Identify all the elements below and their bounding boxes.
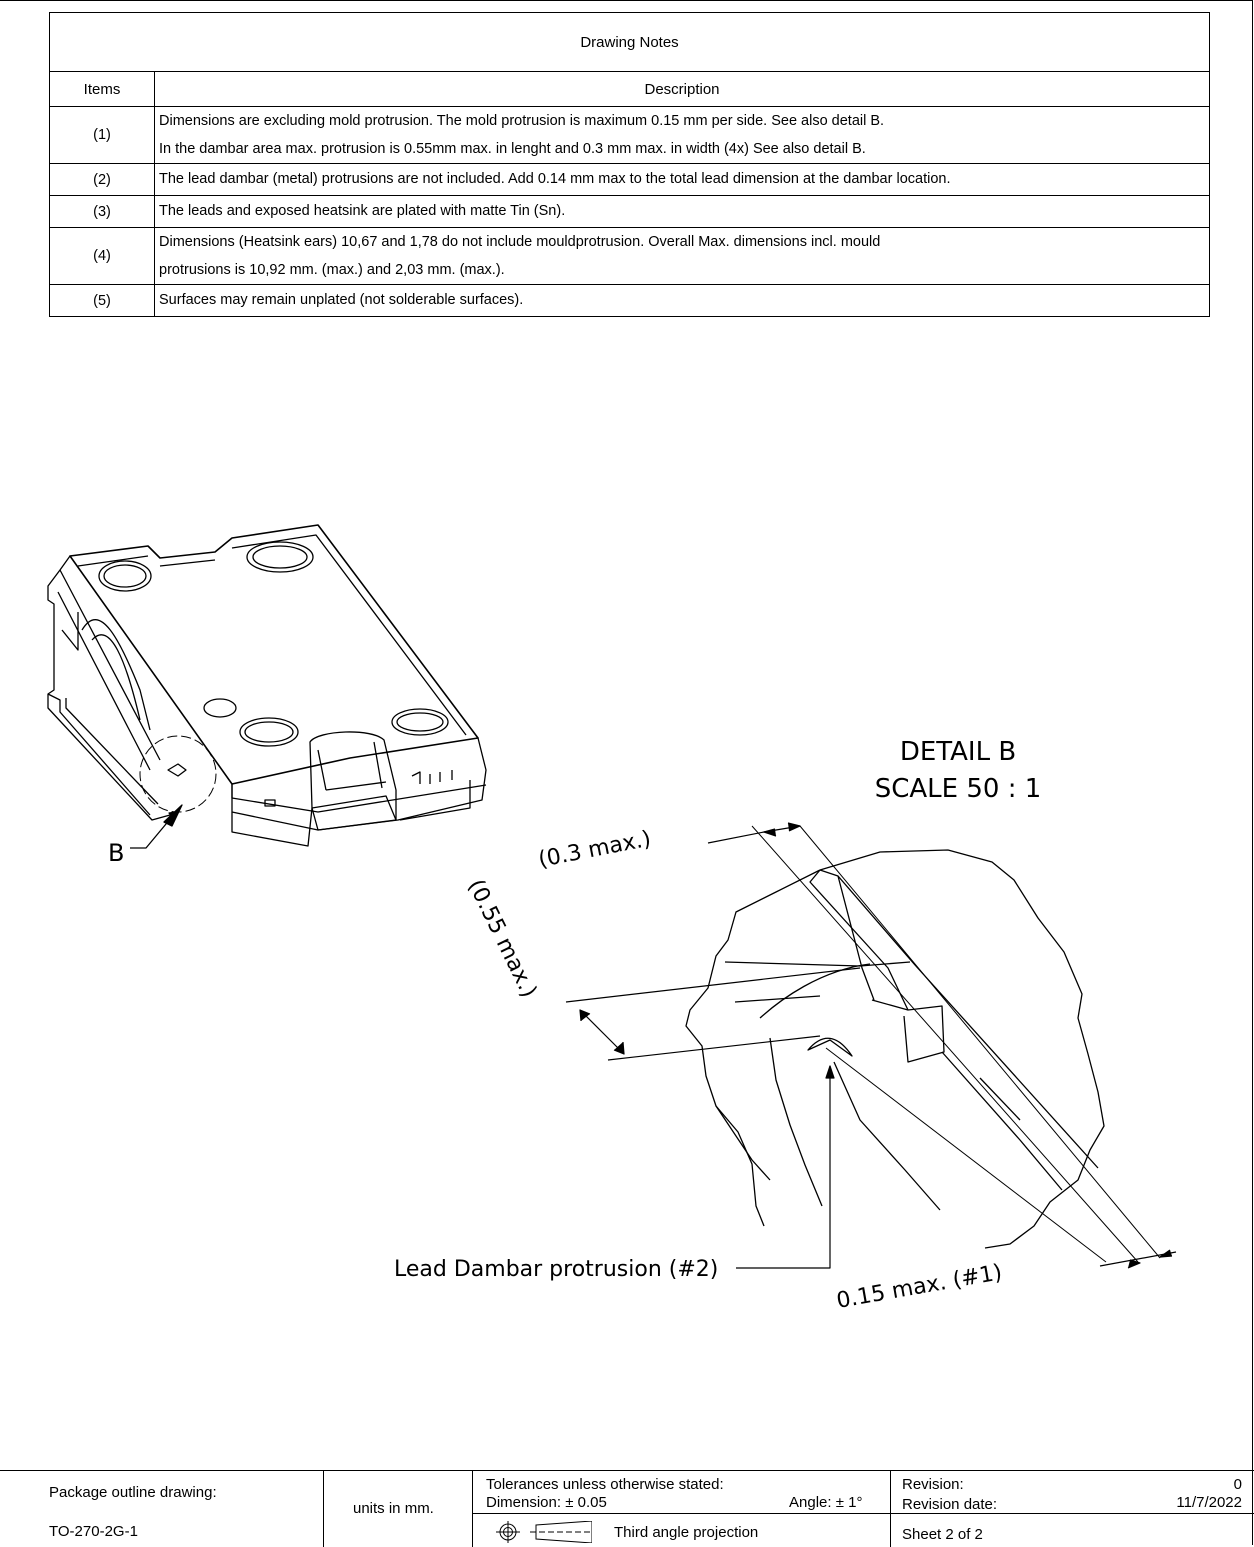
dim-width-label: (0.3 max.) [536,827,653,873]
dim-mold-label: 0.15 max. (#1) [835,1260,1004,1314]
note-row: (5) Surfaces may remain unplated (not so… [49,284,1210,317]
angle-tolerance: Angle: ± 1° [789,1494,863,1511]
note-row: (4) Dimensions (Heatsink ears) 10,67 and… [49,227,1210,285]
tb-divider [323,1471,324,1547]
note-item: (3) [49,195,155,228]
note-text: The leads and exposed heatsink are plate… [159,203,566,219]
units-label: units in mm. [353,1500,434,1517]
package-isometric-view [47,524,487,849]
column-header-description: Description [154,71,1210,107]
package-drawing: B DETAIL B SCALE 50 : 1 (0.3 max.) [47,524,1177,1314]
note-item: (2) [49,163,155,196]
note-row: (1) Dimensions are excluding mold protru… [49,106,1210,164]
revision-value: 0 [1233,1476,1242,1493]
dimension-mold-protrusion [1099,1249,1177,1269]
dambar-label: Lead Dambar protrusion (#2) [394,1257,718,1282]
note-item: (1) [49,106,155,164]
column-header-items: Items [49,71,155,107]
note-item: (5) [49,284,155,317]
detail-title: DETAIL B [900,737,1016,767]
revision-date-label: Revision date: [902,1496,998,1513]
note-row: (3) The leads and exposed heatsink are p… [49,195,1210,228]
revision-label: Revision: [902,1476,964,1493]
package-name: TO-270-2G-1 [49,1523,138,1540]
dambar-leader [736,1065,835,1269]
sheet-number: Sheet 2 of 2 [902,1526,983,1543]
dimension-tolerance: Dimension: ± 0.05 [486,1494,607,1511]
projection-label: Third angle projection [614,1524,759,1541]
dim-length-label: (0.55 max.) [463,876,542,1002]
dimension-length [565,967,861,1061]
notes-title: Drawing Notes [49,12,1210,72]
note-text: Dimensions (Heatsink ears) 10,67 and 1,7… [159,234,881,250]
note-text: In the dambar area max. protrusion is 0.… [159,141,866,157]
detail-b-view [685,825,1161,1263]
note-text: protrusions is 10,92 mm. (max.) and 2,03… [159,262,505,278]
detail-scale: SCALE 50 : 1 [875,774,1042,804]
third-angle-projection-icon [496,1521,592,1543]
tb-divider [472,1471,473,1547]
package-label: Package outline drawing: [49,1484,217,1501]
note-text: The lead dambar (metal) protrusions are … [159,171,951,187]
note-text: Surfaces may remain unplated (not solder… [159,292,524,308]
note-text: Dimensions are excluding mold protrusion… [159,113,885,129]
revision-date-value: 11/7/2022 [1176,1494,1242,1511]
drawing-notes-table: Drawing Notes Items Description (1) Dime… [49,12,1210,317]
note-item: (4) [49,227,155,285]
detail-callout-label: B [108,839,124,867]
tb-divider [890,1471,891,1547]
tolerances-label: Tolerances unless otherwise stated: [486,1476,724,1493]
title-block: Package outline drawing: TO-270-2G-1 uni… [0,1470,1254,1547]
dimension-width [707,822,801,844]
tb-divider [472,1513,1254,1514]
note-row: (2) The lead dambar (metal) protrusions … [49,163,1210,196]
